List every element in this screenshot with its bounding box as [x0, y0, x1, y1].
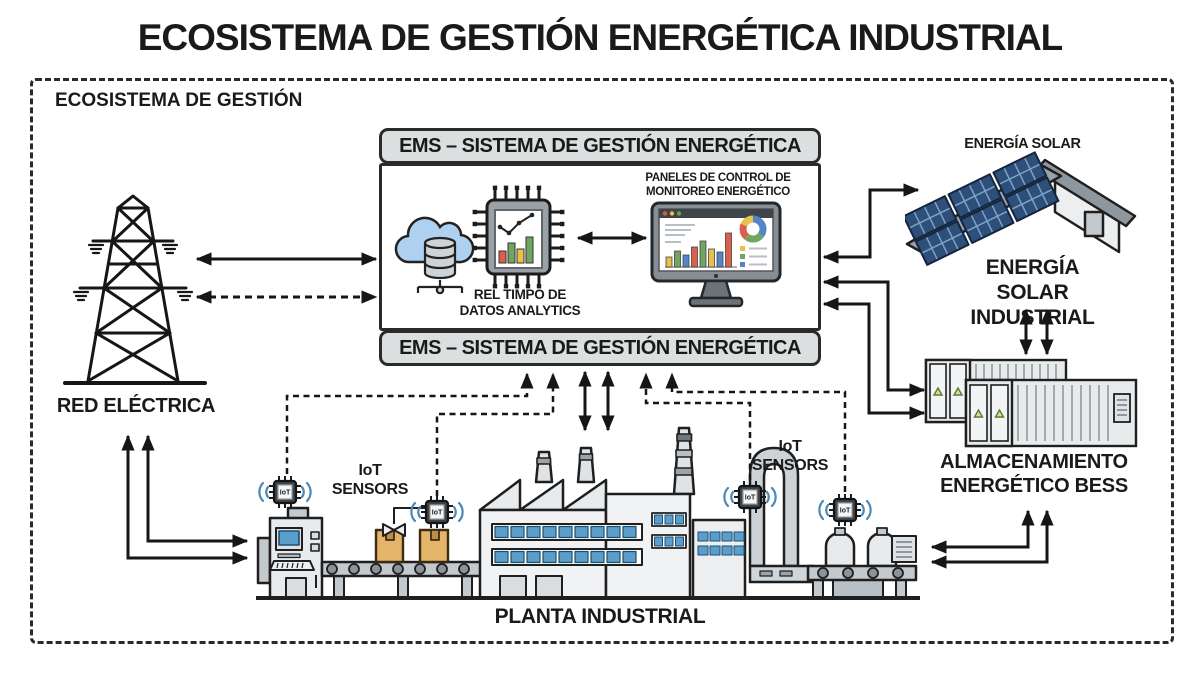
valve-icon	[382, 507, 426, 537]
ems-footer-label: EMS – SISTEMA DE GESTIÓN ENERGÉTICA	[399, 336, 801, 359]
page-title: ECOSISTEMA DE GESTIÓN ENERGÉTICA INDUSTR…	[137, 17, 1064, 58]
tank-conveyor	[806, 527, 918, 599]
grid-label: RED ELÉCTRICA	[56, 395, 216, 417]
dashboard-monitor-icon	[650, 201, 782, 308]
solar-roof-label: ENERGÍA SOLAR	[964, 136, 1081, 152]
analytics-label: REL TIMPO DE DATOS ANALYTICS	[459, 287, 581, 319]
factory-building	[478, 426, 696, 600]
louver-panel	[891, 535, 917, 563]
database-icon	[416, 236, 464, 295]
ems-header-bar: EMS – SISTEMA DE GESTIÓN ENERGÉTICA	[379, 128, 821, 164]
solar-label: ENERGÍA SOLAR INDUSTRIAL	[970, 256, 1095, 330]
panels-label: PANELES DE CONTROL DE MONITOREO ENERGÉTI…	[645, 172, 791, 198]
solar-panel-array	[905, 151, 1060, 266]
ems-footer-bar: EMS – SISTEMA DE GESTIÓN ENERGÉTICA	[379, 330, 821, 366]
donut-chart	[739, 215, 767, 243]
iot-sensors-label-left: IoT SENSORS	[331, 462, 409, 499]
transmission-tower-icon	[63, 194, 207, 385]
ems-header-label: EMS – SISTEMA DE GESTIÓN ENERGÉTICA	[399, 134, 801, 157]
annex-building	[691, 518, 747, 600]
bess-label: ALMACENAMIENTO ENERGÉTICO BESS	[940, 451, 1128, 497]
iot-sensors-label-right: IoT SENSORS	[751, 438, 829, 475]
analytics-chip-icon	[472, 185, 565, 289]
grid-tower-art	[63, 194, 207, 385]
bess-container-front	[964, 378, 1138, 448]
legend	[740, 246, 767, 267]
ems-icons-art	[394, 185, 782, 308]
bar-chart	[665, 232, 732, 268]
ecosystem-boundary-box	[30, 78, 1174, 644]
factory-label: PLANTA INDUSTRIAL	[494, 605, 706, 628]
bess-art	[924, 358, 1138, 448]
ecosystem-box-label: ECOSISTEMA DE GESTIÓN	[55, 90, 303, 111]
control-machine	[256, 506, 324, 600]
solar-house-icon	[905, 151, 1137, 266]
cloud-database-icon	[394, 216, 475, 295]
solar-house-art	[905, 151, 1137, 266]
conveyor-belt	[320, 560, 486, 599]
